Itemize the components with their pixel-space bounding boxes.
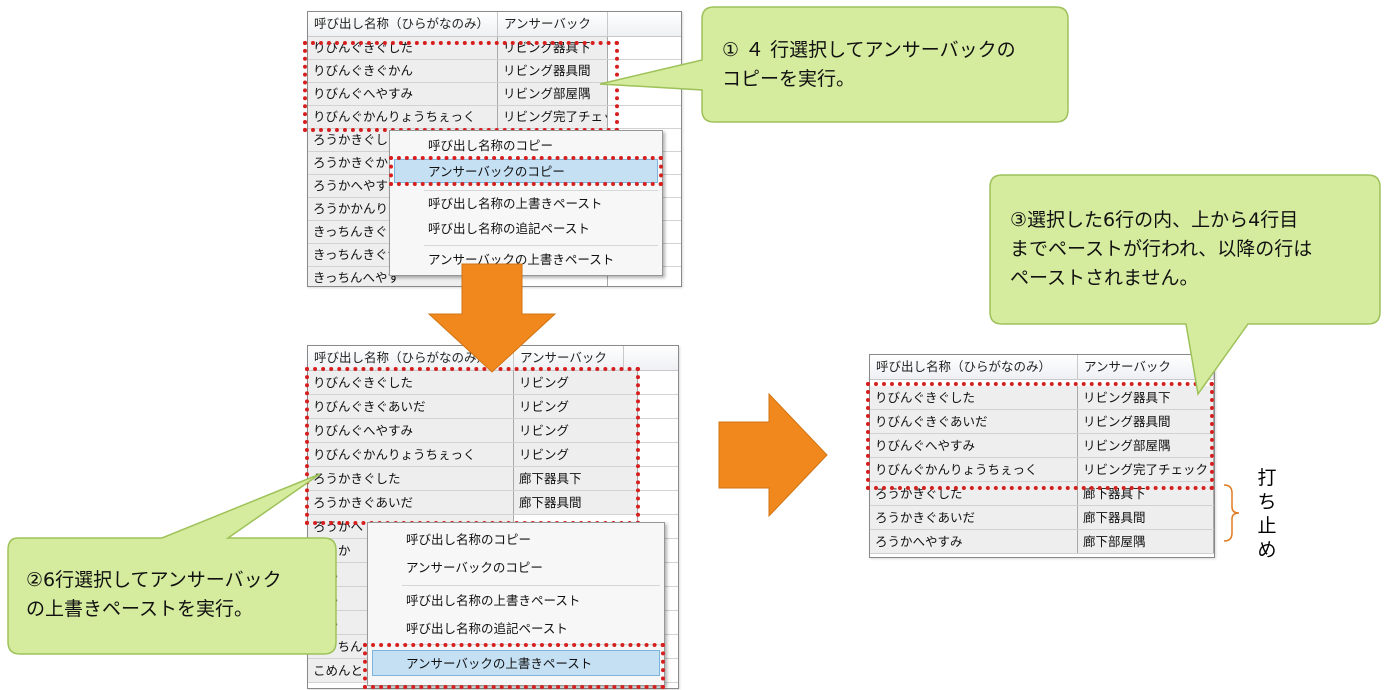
cell-name[interactable]: ろうかきぐした [870,482,1078,505]
callout-text-3: ③選択した6行の内、上から4行目 までペーストが行われ、以降の行は ペーストされ… [1010,209,1313,289]
menu-separator [424,245,658,246]
table-row[interactable]: ろうかきぐした廊下器具下 [308,467,678,491]
table-row[interactable]: りびんぐきぐかんリビング器具間 [308,60,681,83]
table-row[interactable]: りびんぐかんりょうちぇっくリビング完了チェック [870,458,1214,482]
callout-bubble-3 [989,174,1381,396]
table-row[interactable]: ろうかきぐあいだ廊下器具間 [870,506,1214,530]
cell-name[interactable]: りびんぐへやすみ [308,419,514,442]
table-row[interactable]: ろうかへやすみ廊下部屋隅 [870,530,1214,554]
table-row[interactable]: りびんぐへやすみリビング [308,419,678,443]
column-header-answerback[interactable]: アンサーバック [498,12,608,36]
brace-bracket [1223,484,1240,542]
context-menu-step2: 呼び出し名称のコピー アンサーバックのコピー 呼び出し名称の上書きペースト 呼び… [367,522,665,686]
menu-item-copy-name[interactable]: 呼び出し名称のコピー [406,532,532,547]
grid-header: 呼び出し名称（ひらがなのみ） アンサーバック [870,355,1214,380]
cell-name[interactable]: りびんぐきぐあいだ [308,395,514,418]
menu-item-append-paste-name[interactable]: 呼び出し名称の追記ペースト [406,621,568,636]
cell-answerback[interactable]: 廊下部屋隅 [1078,530,1214,553]
table-row[interactable]: りびんぐきぐしたリビング [308,371,678,395]
cell-name[interactable]: りびんぐきぐかん [308,60,498,82]
cell-name[interactable]: ろうかへやすみ [870,530,1078,553]
stop-label: 打 ち 止 め [1257,467,1277,561]
grid-header: 呼び出し名称（ひらがなのみ） アンサーバック [308,12,681,37]
menu-item-copy-name[interactable]: 呼び出し名称のコピー [428,138,554,153]
cell-answerback[interactable]: 廊下器具下 [514,467,638,490]
grid-result: 呼び出し名称（ひらがなのみ） アンサーバック りびんぐきぐしたリビング器具下りび… [869,354,1215,558]
callout-bubble-1 [599,6,1069,123]
cell-answerback[interactable]: リビング完了チェック [498,106,608,128]
cell-answerback[interactable]: リビング部屋隅 [1078,434,1214,457]
table-row[interactable]: りびんぐきぐあいだリビング器具間 [870,410,1214,434]
cell-answerback[interactable]: 廊下器具間 [1078,506,1214,529]
table-row[interactable]: りびんぐへやすみリビング部屋隅 [870,434,1214,458]
menu-item-overwrite-paste-name[interactable]: 呼び出し名称の上書きペースト [428,196,603,211]
cell-answerback[interactable]: リビング器具間 [1078,410,1214,433]
cell-name[interactable]: りびんぐかんりょうちぇっく [308,106,498,128]
arrow-right-icon [718,392,828,518]
cell-answerback[interactable]: リビング部屋隅 [498,83,608,105]
menu-item-copy-answerback[interactable]: アンサーバックのコピー [394,159,658,183]
cell-name[interactable]: ろうかきぐあいだ [308,491,514,514]
cell-name[interactable]: りびんぐへやすみ [870,434,1078,457]
callout-text-2: ②6行選択してアンサーバック の上書きペーストを実行。 [26,569,282,620]
context-menu-step1: 呼び出し名称のコピー アンサーバックのコピー 呼び出し名称の上書きペースト 呼び… [389,130,663,276]
cell-name[interactable]: ろうかきぐした [308,467,514,490]
callout-bubble-2 [7,473,337,655]
cell-answerback[interactable]: リビング器具下 [1078,386,1214,409]
table-row[interactable]: りびんぐきぐあいだリビング [308,395,678,419]
cell-answerback[interactable]: リビング [514,371,638,394]
cell-name[interactable]: りびんぐきぐした [870,386,1078,409]
cell-name[interactable]: りびんぐきぐあいだ [870,410,1078,433]
cell-answerback[interactable]: リビング [514,395,638,418]
cell-name[interactable]: りびんぐきぐした [308,371,514,394]
callout-text-1: ① ４ 行選択してアンサーバックの コピーを実行。 [722,39,1016,90]
menu-item-append-paste-name[interactable]: 呼び出し名称の追記ペースト [428,221,590,236]
column-header-name[interactable]: 呼び出し名称（ひらがなのみ） [308,346,514,370]
cell-answerback[interactable]: リビング [514,443,638,466]
column-header-name[interactable]: 呼び出し名称（ひらがなのみ） [308,12,498,36]
cell-answerback[interactable]: リビング [514,419,638,442]
table-row[interactable]: りびんぐかんりょうちぇっくリビング [308,443,678,467]
cell-name[interactable]: ろうかきぐあいだ [870,506,1078,529]
table-row[interactable]: ろうかきぐした廊下器具下 [870,482,1214,506]
menu-separator [402,585,660,586]
menu-item-overwrite-paste-answerback[interactable]: アンサーバックの上書きペースト [428,252,615,267]
cell-name[interactable]: りびんぐかんりょうちぇっく [308,443,514,466]
column-header-name[interactable]: 呼び出し名称（ひらがなのみ） [870,355,1078,379]
arrow-down-icon [427,263,557,373]
menu-item-overwrite-paste-name[interactable]: 呼び出し名称の上書きペースト [406,593,581,608]
table-row[interactable]: りびんぐきぐしたリビング器具下 [870,386,1214,410]
menu-separator [424,190,658,191]
cell-name[interactable]: りびんぐきぐした [308,37,498,59]
cell-answerback[interactable]: リビング器具間 [498,60,608,82]
cell-answerback[interactable]: 廊下器具下 [1078,482,1214,505]
cell-answerback[interactable]: 廊下器具間 [514,491,638,514]
column-header-answerback[interactable]: アンサーバック [514,346,624,370]
table-row[interactable]: りびんぐへやすみリビング部屋隅 [308,83,681,106]
cell-answerback[interactable]: リビング完了チェック [1078,458,1214,481]
menu-item-overwrite-paste-answerback[interactable]: アンサーバックの上書きペースト [372,650,660,676]
menu-item-copy-answerback[interactable]: アンサーバックのコピー [406,560,543,575]
menu-separator [402,644,660,645]
table-row[interactable]: ろうかきぐあいだ廊下器具間 [308,491,678,515]
cell-name[interactable]: りびんぐかんりょうちぇっく [870,458,1078,481]
cell-name[interactable]: りびんぐへやすみ [308,83,498,105]
